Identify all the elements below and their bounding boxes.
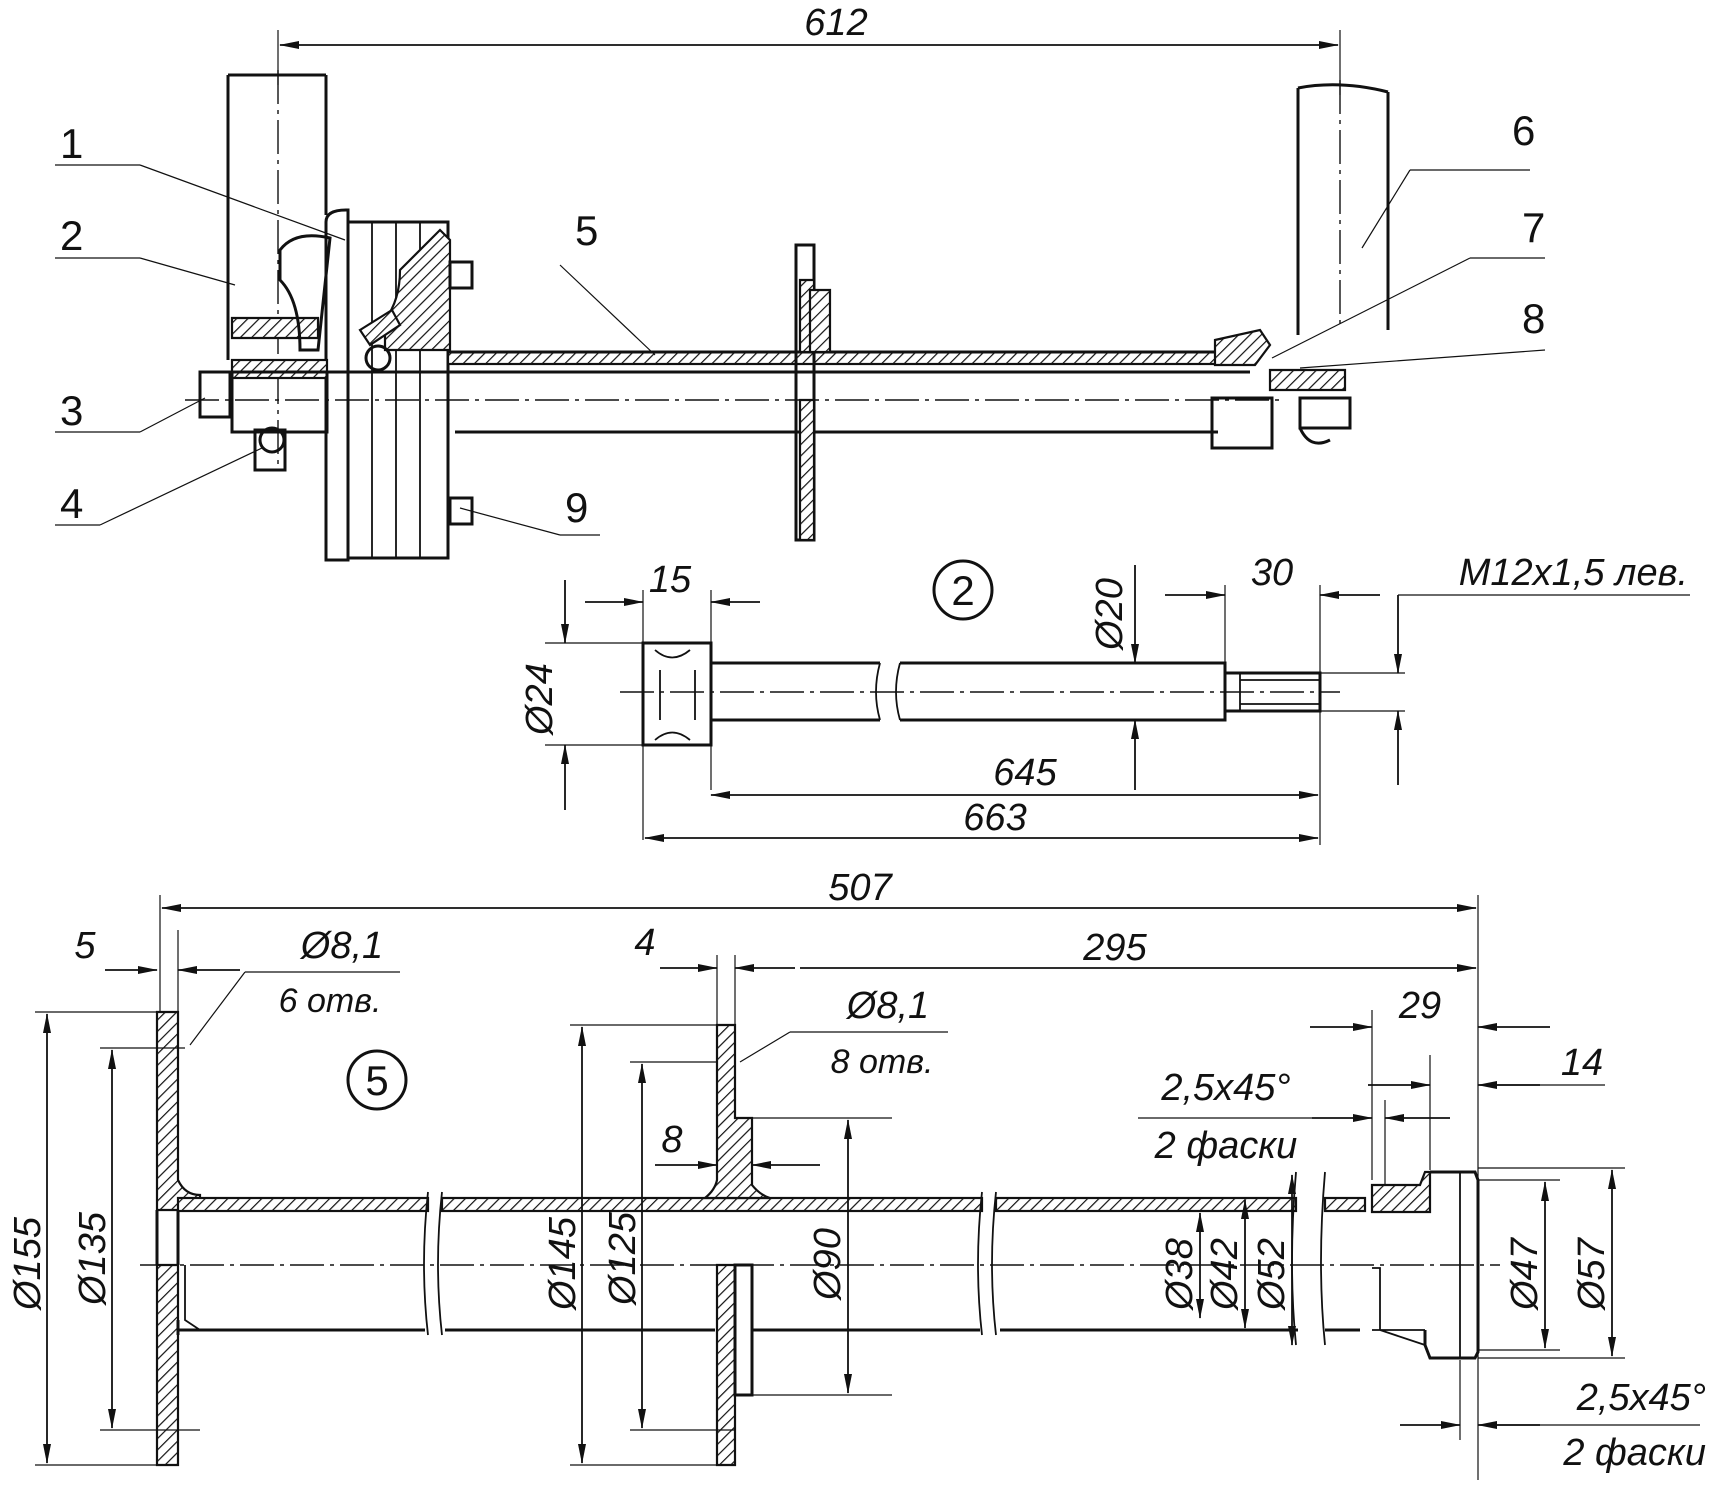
dim-8: 8 — [661, 1119, 682, 1161]
dim-d155: Ø155 — [7, 1216, 49, 1312]
callout-5: 5 — [575, 207, 598, 254]
tube-end-socket — [1370, 1170, 1480, 1360]
dim-4: 4 — [634, 922, 655, 964]
dim-d125: Ø125 — [602, 1211, 644, 1307]
chamfer-b: 2,5x45° — [1576, 1377, 1706, 1419]
callouts: 1 2 3 4 5 6 7 8 9 — [55, 107, 1545, 536]
dim-d90: Ø90 — [807, 1228, 849, 1302]
dim-d145: Ø145 — [542, 1216, 584, 1312]
left-holes-d: Ø8,1 — [299, 925, 383, 967]
dim-295: 295 — [1082, 927, 1147, 969]
dim-d42: Ø42 — [1204, 1238, 1246, 1312]
callout-8: 8 — [1522, 295, 1545, 342]
tension-bolt — [230, 234, 332, 352]
callout-6: 6 — [1512, 107, 1535, 154]
callout-2: 3 — [60, 387, 83, 434]
callout-7: 7 — [1522, 204, 1545, 251]
dim-d24: Ø24 — [519, 663, 561, 737]
mid-holes-n: 8 отв. — [831, 1043, 934, 1081]
detail-5-badge-label: 5 — [365, 1057, 388, 1104]
dim-d47: Ø47 — [1504, 1236, 1546, 1312]
detail-2-badge-label: 2 — [951, 567, 974, 614]
detail-2-shaft: 2 Ø24 15 Ø20 30 — [519, 552, 1690, 845]
callout-9: 9 — [565, 484, 588, 531]
callout-1: 4 — [60, 480, 83, 527]
callout-4: 1 — [60, 120, 83, 167]
thread-label: M12x1,5 лев. — [1459, 552, 1688, 594]
dim-612-label: 612 — [804, 2, 867, 44]
dim-14: 14 — [1561, 1042, 1603, 1084]
middle-flange — [794, 243, 832, 542]
dim-663: 663 — [963, 797, 1026, 839]
chamfer-b-count: 2 фаски — [1562, 1432, 1706, 1474]
mid-flange — [701, 1023, 771, 1467]
dim-d57: Ø57 — [1571, 1236, 1613, 1312]
detail-5-tube: 5 507 5 Ø8,1 6 отв. Ø155 Ø135 — [7, 867, 1706, 1480]
pulley-block — [324, 208, 474, 562]
dim-30: 30 — [1251, 552, 1293, 594]
right-bearing — [1210, 328, 1352, 450]
chamfer-a-count: 2 фаски — [1154, 1125, 1298, 1167]
dim-5: 5 — [74, 925, 96, 967]
dim-d135: Ø135 — [72, 1211, 114, 1307]
right-frame-tube — [1296, 80, 1390, 335]
callout-3: 2 — [60, 212, 83, 259]
mid-holes-d: Ø8,1 — [845, 985, 929, 1027]
left-flange-top — [155, 1010, 202, 1212]
shaft-head — [641, 641, 713, 747]
assembly-view: 6 1 2 — [55, 2, 1545, 562]
chamfer-a: 2,5x45° — [1160, 1067, 1290, 1109]
left-flange-bottom — [155, 1263, 180, 1467]
dim-645: 645 — [993, 752, 1057, 794]
dim-d38: Ø38 — [1159, 1238, 1201, 1312]
dim-d52: Ø52 — [1251, 1238, 1293, 1312]
left-frame-tube — [226, 70, 328, 470]
dim-29: 29 — [1398, 985, 1441, 1027]
dim-507: 507 — [828, 867, 893, 909]
detail-2-badge — [932, 559, 994, 621]
dim-15: 15 — [649, 559, 692, 601]
detail-5-badge — [346, 1049, 408, 1111]
left-holes-n: 6 отв. — [279, 982, 382, 1020]
dim-d20: Ø20 — [1089, 578, 1131, 652]
